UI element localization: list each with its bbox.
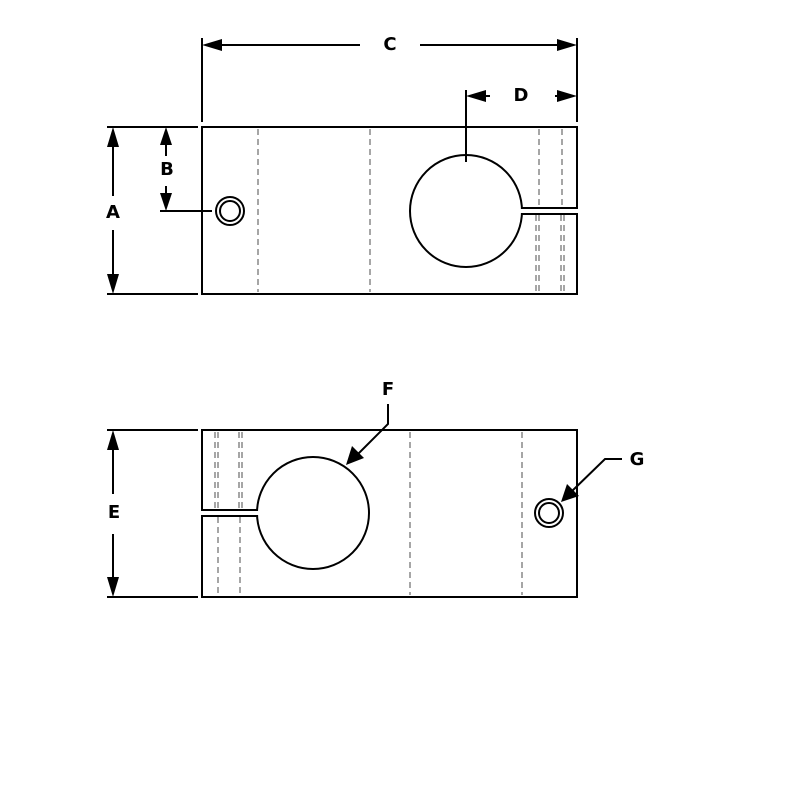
dimension-c: C	[201, 34, 578, 122]
screw-hole-outer	[534, 498, 564, 528]
arrowhead	[346, 446, 364, 465]
arrowhead	[107, 127, 119, 147]
arrowhead	[160, 127, 172, 145]
arrowhead	[561, 484, 579, 502]
slot-gap-mask	[518, 209, 524, 213]
arrowhead	[557, 39, 577, 51]
label-g: G	[630, 449, 645, 470]
label-b: B	[160, 159, 174, 180]
label-e: E	[108, 502, 120, 523]
screw-hole-inner	[219, 200, 241, 222]
leader-line	[569, 458, 622, 494]
side-bore-circle	[256, 456, 370, 570]
top-bore-circle	[409, 154, 523, 268]
label-a: A	[106, 202, 120, 223]
arrowhead	[466, 90, 486, 102]
label-f: F	[382, 379, 394, 400]
label-c: C	[383, 34, 396, 55]
dimension-d: D	[465, 85, 577, 162]
arrowhead	[202, 39, 222, 51]
slot-gap-mask	[255, 511, 261, 515]
side-view: E F G	[107, 379, 644, 598]
top-view: C D A B	[106, 34, 578, 295]
label-d: D	[514, 85, 529, 106]
callout-f: F	[346, 379, 394, 465]
side-body-outline	[201, 429, 578, 598]
callout-g: G	[561, 449, 644, 502]
arrowhead	[160, 193, 172, 211]
dimension-a: A	[106, 126, 198, 295]
dimension-b: B	[160, 127, 212, 212]
arrowhead	[107, 577, 119, 597]
arrowhead	[107, 274, 119, 294]
arrowhead	[557, 90, 577, 102]
dimension-e: E	[107, 429, 198, 598]
arrowhead	[107, 430, 119, 450]
screw-hole-outer	[215, 196, 245, 226]
screw-hole-inner	[538, 502, 560, 524]
leader-line	[355, 404, 389, 457]
